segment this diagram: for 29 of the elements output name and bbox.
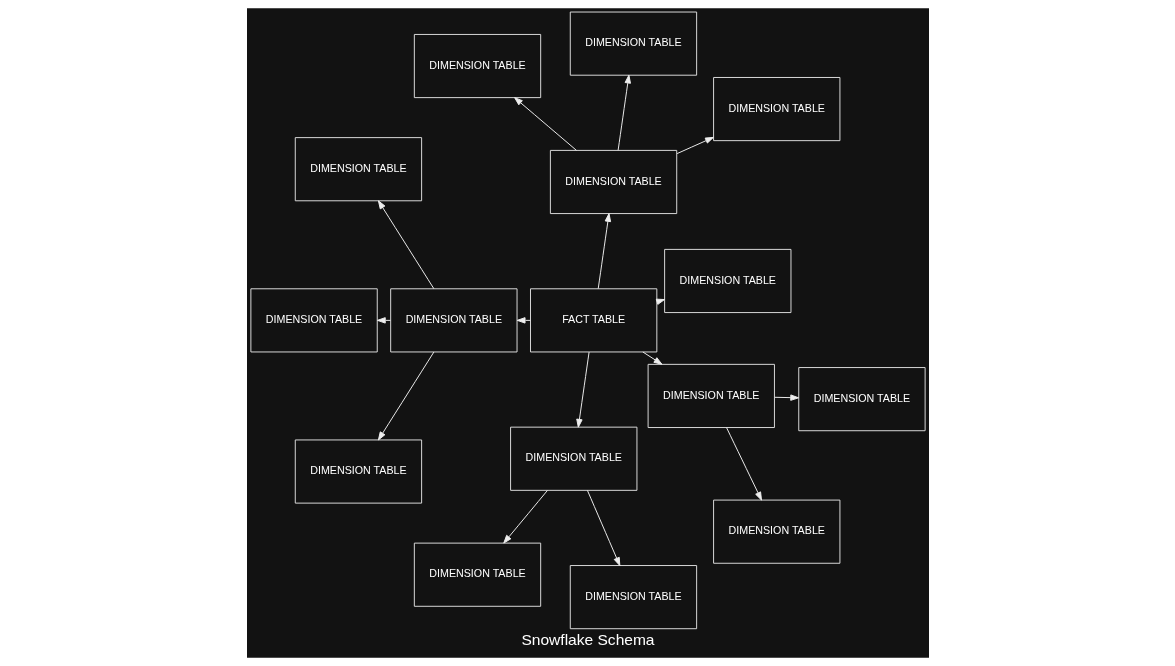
node-box: DIMENSION TABLE	[413, 542, 541, 607]
arrow	[502, 489, 548, 544]
node-box: DIMENSION TABLE	[249, 288, 378, 353]
node-box: DIMENSION TABLE	[712, 77, 840, 142]
arrow	[513, 97, 577, 151]
arrow	[773, 394, 799, 401]
node-box: DIMENSION TABLE	[549, 149, 677, 215]
node-box: DIMENSION TABLE	[797, 367, 926, 432]
node-box: DIMENSION TABLE	[294, 137, 422, 202]
node-box: DIMENSION TABLE	[569, 565, 697, 630]
node-box: DIMENSION TABLE	[509, 426, 637, 491]
arrow	[575, 351, 590, 428]
arrow	[377, 200, 434, 290]
node-box: DIMENSION TABLE	[712, 499, 840, 564]
node-box: DIMENSION TABLE	[663, 248, 791, 314]
node-box: DIMENSION TABLE	[294, 439, 422, 504]
arrow	[617, 74, 631, 151]
arrow	[597, 213, 611, 290]
caption: Snowflake Schema	[520, 631, 655, 649]
arrow	[377, 351, 434, 441]
arrow	[725, 427, 762, 501]
node-box: DIMENSION TABLE	[647, 363, 775, 428]
node-box: DIMENSION TABLE	[569, 11, 697, 76]
arrow	[641, 351, 662, 365]
arrow	[676, 136, 714, 155]
arrow	[586, 490, 620, 566]
arrow	[376, 317, 391, 324]
node-box: DIMENSION TABLE	[389, 288, 518, 353]
node-box: DIMENSION TABLE	[413, 33, 541, 99]
